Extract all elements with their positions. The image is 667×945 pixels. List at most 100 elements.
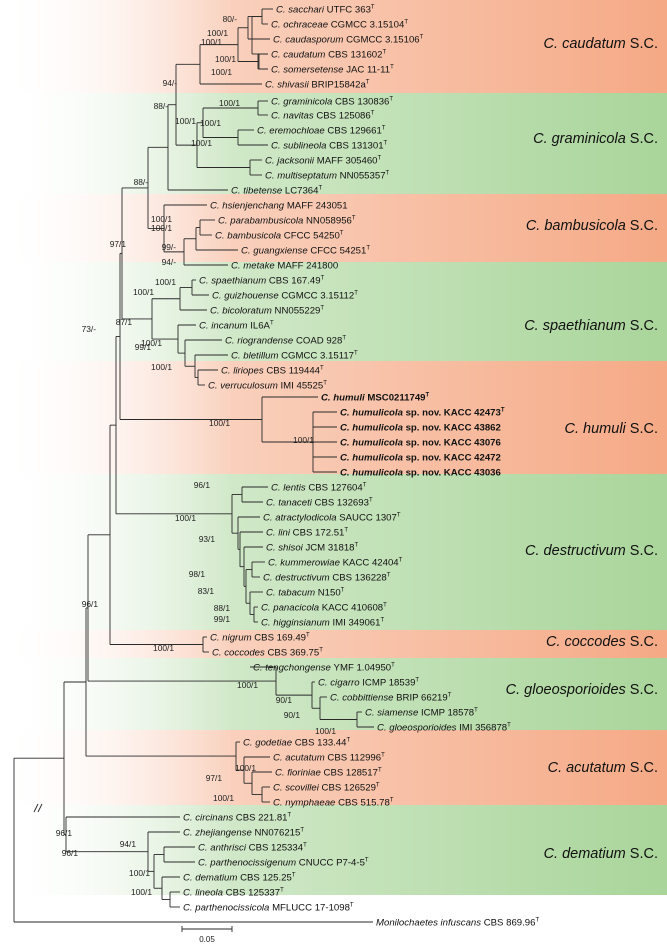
support-value: 100/1 [209,418,230,428]
taxon-label: C. ochraceae CGMCC 3.15104T [271,19,408,30]
clade-label: C. coccodes S.C. [546,634,658,650]
taxon-label: C. humulicola sp. nov. KACC 43036 [340,467,501,478]
support-value: 100/1 [213,793,234,803]
taxon-label: C. caudasporum CGMCC 3.15106T [273,34,424,45]
clade-band [0,194,667,262]
support-value: 94/1 [120,839,137,849]
taxon-label: C. anthrisci CBS 125334T [198,842,307,853]
support-value: 99/1 [135,342,152,352]
taxon-label: C. verruculosum IMI 45525T [208,380,327,391]
taxon-label: C. tengchongense YMF 1.04950T [253,662,395,673]
taxon-label: C. atractylodicola SAUCC 1307T [263,512,401,523]
clade-label: C. humuli S.C. [565,421,658,437]
taxon-label: C. tabacum N150T [266,587,345,598]
support-value: 97/1 [110,239,127,249]
support-value: 90/1 [276,695,293,705]
taxon-label: C. navitas CBS 125086T [271,110,375,121]
clade-label: C. gloeosporioides S.C. [506,682,658,698]
taxon-label: C. liriopes CBS 119444T [221,365,324,376]
support-value: 90/1 [284,710,301,720]
support-value: 96/1 [82,599,99,609]
clade-band [0,474,667,630]
support-value: 100/1 [141,338,162,348]
support-value: 100/1 [133,287,154,297]
support-value: 100/1 [219,98,240,108]
clade-band [0,0,667,93]
taxon-label: C. caudatum CBS 131602T [271,49,386,60]
support-value: 83/1 [198,586,215,596]
taxon-label: C. sublineola CBS 131301T [271,140,388,151]
clade-band [0,730,667,805]
taxon-label: Monilochaetes infuscans CBS 869.96T [376,917,539,928]
support-value: 88/- [154,101,169,111]
clade-label: C. caudatum S.C. [544,36,658,52]
support-value: 87/1 [116,317,133,327]
scale-label: 0.05 [199,935,215,944]
taxon-label: C. bambusicola CFCC 54250T [215,230,344,241]
support-value: 100/1 [129,868,150,878]
support-value: 100/1 [293,435,314,445]
taxon-label: C. guangxiense CFCC 54251T [241,245,370,256]
taxon-label: C. scovillei CBS 126529T [273,782,380,793]
taxon-label: C. zhejiangense NN076215T [183,827,304,838]
taxon-label: C. multiseptatum NN055357T [265,170,390,181]
taxon-label: C. humulicola sp. nov. KACC 43076 [340,437,501,448]
taxon-label: C. humuli MSC0211749T [321,392,430,403]
taxon-label: C. gloeosporioides IMI 356878T [377,722,511,733]
taxon-label: C. shivasii BRIP15842aT [265,79,370,90]
taxon-label: C. bicoloratum NN055229T [210,305,324,316]
support-value: 99/1 [214,614,231,624]
support-value: 73/- [82,324,97,334]
clade-band [0,630,667,658]
support-value: 88/1 [214,603,231,613]
support-value: 94/- [163,78,178,88]
support-value: 100/1 [151,214,172,224]
taxon-label: C. higginsianum IMI 349061T [261,617,384,628]
taxon-label: C. eremochloae CBS 129661T [257,125,386,136]
support-value: 100/1 [207,28,228,38]
clade-label: C. graminicola S.C. [533,131,658,147]
taxon-label: C. bletillum CGMCC 3.15117T [231,350,358,361]
taxon-label: C. spaethianum CBS 167.49T [199,275,325,286]
taxon-label: C. lentis CBS 127604T [271,482,367,493]
support-value: 96/1 [62,848,79,858]
taxon-label: C. humulicola sp. nov. KACC 42472 [340,452,501,463]
support-value: 100/1 [211,67,232,77]
support-value: 88/- [134,177,149,187]
taxon-label: C. godetiae CBS 133.44T [243,737,351,748]
clade-label: C. dematium S.C. [544,846,658,862]
taxon-label: C. destructivum CBS 136228T [263,572,391,583]
support-value: 100/1 [175,513,196,523]
taxon-label: C. hsienjenchang MAFF 243051 [210,200,348,211]
clade-label: C. acutatum S.C. [548,760,658,776]
taxon-label: C. siamense ICMP 18578T [365,707,478,718]
support-value: 100/1 [151,223,172,233]
taxon-label: C. dematium CBS 125.25T [183,872,296,883]
taxon-label: C. lini CBS 172.51T [266,527,348,538]
support-value: 100/1 [153,643,174,653]
taxon-label: C. metake MAFF 241800 [231,260,338,271]
root-break [33,803,39,813]
support-value: 99/- [162,242,177,252]
taxon-label: C. panacicola KACC 410608T [261,602,387,613]
support-value: 94/- [162,257,177,267]
clade-band [0,93,667,194]
taxon-label: C. sacchari UTFC 363T [276,4,375,15]
root-break [37,803,43,813]
taxon-label: C. circinans CBS 221.81T [183,812,292,823]
support-value: 97/1 [206,773,223,783]
taxon-label: C. somersetense JAC 11-11T [271,64,394,75]
taxon-label: C. guizhouense CGMCC 3.15112T [212,290,358,301]
clade-label: C. destructivum S.C. [525,543,658,559]
taxon-label: C. incanum IL6AT [199,320,274,331]
support-value: 100/1 [235,763,256,773]
taxon-label: C. lineola CBS 125337T [183,887,284,898]
support-value: 100/1 [315,726,336,736]
clade-band [0,262,667,361]
taxon-label: C. tanaceti CBS 132693T [266,497,373,508]
taxon-label: C. nymphaeae CBS 515.78T [273,797,394,808]
support-value: 96/1 [56,828,73,838]
support-value: 96/1 [194,480,211,490]
support-value: 80/- [223,14,238,24]
